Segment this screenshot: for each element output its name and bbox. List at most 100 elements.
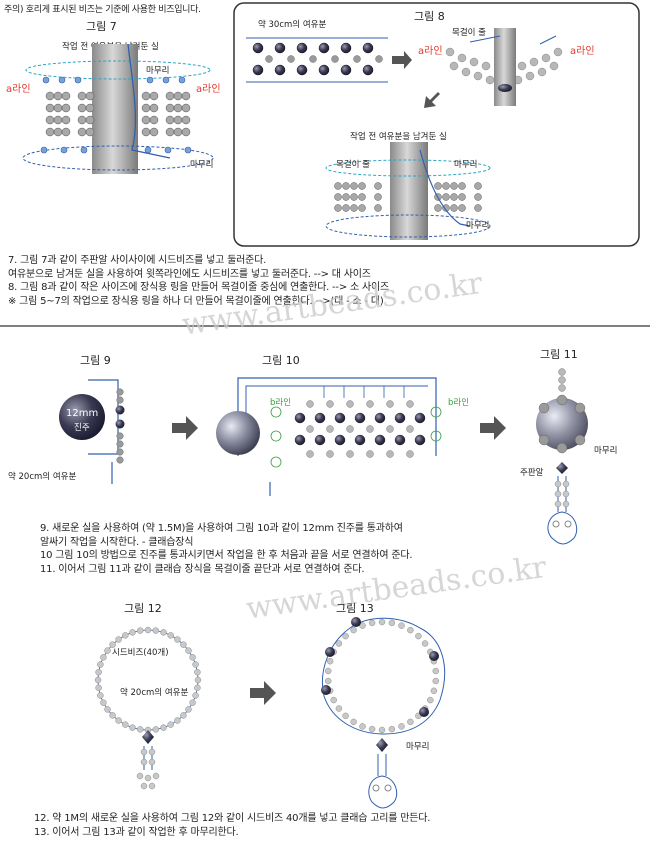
fig8-finish-1: 마무리: [454, 160, 478, 170]
seed-bead: [97, 661, 104, 668]
steps-12-13: 12. 약 1M의 새로운 실을 사용하여 그림 12와 같이 시드비즈 40개…: [34, 812, 430, 839]
seed-bead: [335, 705, 343, 712]
fig8-necklace-label: 목걸이 줄: [452, 28, 486, 38]
fig10-title: 그림 10: [262, 354, 300, 367]
seed-bead: [378, 618, 386, 626]
steps-7-8: 7. 그림 7과 같이 주판알 사이사이에 시드비즈를 넣고 둘러준다. 여유분…: [8, 254, 389, 308]
fig7-title: 그림 7: [86, 20, 117, 33]
step-line: 여유분으로 남겨둔 실을 사용하여 윗쪽라인에도 시드비즈를 넣고 둘러준다. …: [8, 268, 371, 280]
step-line: 12. 약 1M의 새로운 실을 사용하여 그림 12와 같이 시드비즈 40개…: [34, 813, 431, 824]
seed-bead: [129, 629, 136, 636]
fig7-ring-bottom: [22, 145, 214, 171]
seed-bead: [192, 692, 199, 699]
seed-bead: [368, 619, 376, 627]
seed-bead: [335, 640, 343, 647]
seed-bead: [342, 712, 349, 720]
fig7-thread: [127, 43, 171, 159]
seed-bead: [359, 622, 366, 629]
seed-bead: [152, 726, 160, 733]
seed-bead: [144, 626, 152, 634]
fig7-cylinder: [92, 44, 138, 174]
seed-bead: [421, 640, 429, 647]
seed-bead: [136, 726, 144, 733]
seed-bead: [325, 667, 332, 675]
fig11-finish: 마무리: [594, 446, 618, 456]
seed-bead: [194, 684, 201, 691]
seed-bead: [359, 723, 366, 730]
step-line: 8. 그림 8과 같이 작은 사이즈에 장식용 링을 만들어 목걸이줄 중심에 …: [8, 282, 389, 293]
fig13-jupanal: [376, 738, 388, 752]
seed-bead: [115, 717, 122, 724]
step-line: 7. 그림 7과 같이 주판알 사이사이에 시드비즈를 넣고 둘러준다.: [8, 255, 267, 266]
fig7-blue-beads: [40, 76, 192, 154]
fig10-b-line-right: b라인: [448, 398, 470, 408]
step-line: ※ 그림 5~7의 작업으로 장식용 링을 하나 더 만들어 목걸이줄에 연출한…: [8, 295, 384, 307]
seed-bead: [325, 677, 332, 685]
fig10-diagram: [216, 377, 442, 496]
seed-bead: [427, 696, 434, 704]
fig7-bead-rows: [45, 91, 191, 137]
seed-bead: [160, 629, 167, 636]
fig8-frame: [233, 2, 640, 247]
seed-bead: [95, 684, 102, 691]
seed-bead: [189, 699, 196, 706]
seed-bead: [388, 725, 396, 733]
fig8-title: 그림 8: [414, 10, 445, 23]
fig8-a-line-left: a라인: [418, 46, 443, 57]
fig8-a-line-right: a라인: [570, 46, 595, 57]
fig13-finish: 마무리: [406, 742, 430, 752]
seed-bead: [95, 669, 102, 676]
fig8-cylinder: [390, 142, 428, 240]
seed-bead: [94, 676, 102, 684]
seed-bead: [350, 718, 357, 726]
fig7-finish-top: 마무리: [146, 66, 170, 76]
fig12-title: 그림 12: [124, 602, 162, 615]
seed-bead: [174, 636, 181, 643]
fig9-20cm-label: 약 20cm의 여유분: [8, 472, 77, 482]
fig12-20cm-label: 약 20cm의 여유분: [120, 688, 189, 698]
seed-bead: [160, 724, 167, 731]
fig10-pearl: [216, 411, 260, 455]
seed-bead: [115, 636, 122, 643]
seed-bead: [185, 706, 192, 713]
seed-bead: [326, 658, 334, 665]
seed-bead: [415, 632, 422, 640]
seed-bead: [174, 717, 181, 724]
fig11-diagram: [536, 368, 588, 545]
fig8-arrow-right: [392, 51, 412, 69]
step-line: 11. 이어서 그림 11과 같이 클래습 장식을 목걸이줄 끝단과 서로 연결…: [40, 563, 365, 575]
seed-bead: [388, 619, 396, 627]
fig8-thread-label: 작업 전 여유분을 남겨둔 실: [350, 132, 447, 142]
fig9-diagram: [59, 379, 125, 484]
seed-bead: [407, 626, 414, 634]
seed-bead: [136, 627, 144, 634]
arrow-10-11: [480, 416, 506, 440]
seed-bead: [194, 669, 201, 676]
step-line: 10 그림 10의 방법으로 진주를 통과시키면서 작업을 한 후 처음과 끝을…: [40, 550, 413, 561]
seed-bead: [109, 712, 116, 719]
fig11-pearl: [536, 398, 588, 450]
seed-bead: [398, 723, 405, 730]
fig8-curved-panel: [445, 47, 563, 85]
seed-bead: [129, 724, 136, 731]
fig12-diagram: [94, 626, 202, 790]
seed-bead: [167, 721, 174, 728]
fig11-title: 그림 11: [540, 348, 578, 361]
seed-bead: [100, 654, 107, 661]
seed-bead: [368, 725, 376, 733]
fig11-jupanal: [556, 462, 568, 474]
seed-bead: [185, 647, 192, 654]
fig8-thread: [419, 149, 471, 227]
seed-bead: [189, 654, 196, 661]
seed-bead: [430, 687, 438, 694]
fig13-title: 그림 13: [336, 602, 374, 615]
fig11-jupanal-label: 주판알: [520, 468, 544, 478]
seed-bead: [192, 661, 199, 668]
fig8-necklace-cord: [494, 28, 516, 106]
fig9-title: 그림 9: [80, 354, 111, 367]
seed-bead: [109, 641, 116, 648]
fig7-a-line-left: a라인: [6, 84, 31, 95]
fig13-diagram: [321, 617, 446, 809]
seed-bead: [194, 676, 202, 684]
